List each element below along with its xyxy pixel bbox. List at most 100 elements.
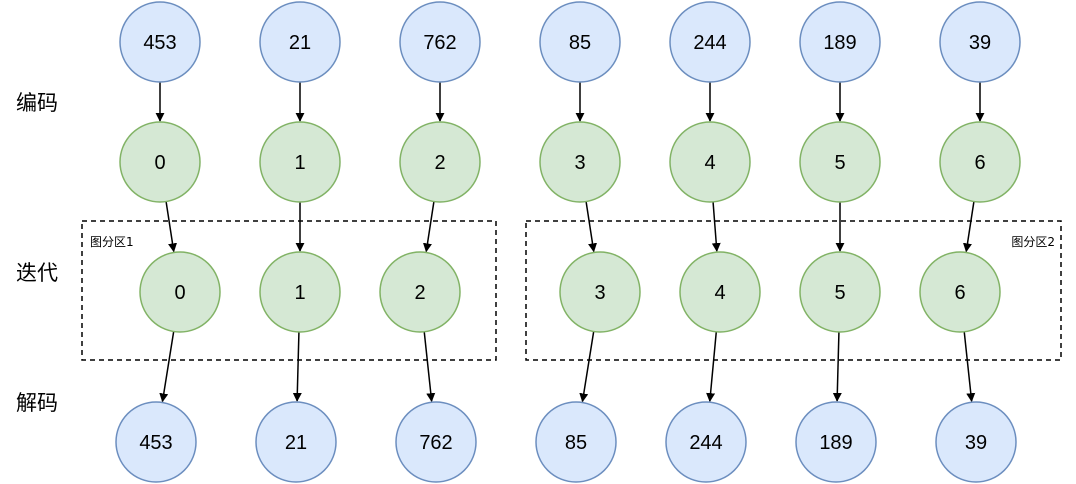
input-value-node-0-circle — [119, 1, 201, 83]
iterated-id-node-1-circle — [259, 251, 341, 333]
input-value-node-0-label: 453 — [143, 32, 176, 54]
iterate-edge-4 — [711, 201, 721, 253]
input-value-node-1-label: 21 — [289, 32, 311, 54]
stage-label-iterate: 迭代 — [16, 261, 58, 285]
partition-box-1 — [81, 220, 497, 361]
iterated-id-node-0-circle — [139, 251, 221, 333]
input-value-node-1: 21 — [259, 1, 341, 83]
encoded-id-node-2-circle — [399, 121, 481, 203]
input-value-node-4-label: 244 — [693, 32, 726, 54]
input-value-node-5-label: 189 — [823, 32, 856, 54]
input-value-node-3-circle — [539, 1, 621, 83]
encoded-id-node-6-label: 6 — [974, 152, 985, 174]
decoded-value-node-4: 244 — [665, 401, 747, 483]
encoded-id-node-4-label: 4 — [704, 152, 715, 174]
stage-label-decode: 解码 — [16, 391, 58, 415]
decoded-value-node-6: 39 — [935, 401, 1017, 483]
input-value-node-5: 189 — [799, 1, 881, 83]
encoded-id-node-6: 6 — [939, 121, 1021, 203]
decoded-value-node-1-circle — [255, 401, 337, 483]
iterate-edge-6 — [963, 201, 975, 253]
iterated-id-node-5: 5 — [799, 251, 881, 333]
iterated-id-node-2-label: 2 — [414, 282, 425, 304]
iterated-id-node-4: 4 — [679, 251, 761, 333]
encoded-id-node-1: 1 — [259, 121, 341, 203]
input-value-node-4-circle — [669, 1, 751, 83]
iterated-id-node-2-circle — [379, 251, 461, 333]
encoded-id-node-3-circle — [539, 121, 621, 203]
decoded-value-node-5: 189 — [795, 401, 877, 483]
partition-box-2 — [525, 220, 1062, 361]
decode-edge-0 — [159, 331, 175, 403]
encoded-id-node-5-label: 5 — [834, 152, 845, 174]
iterate-edge-3 — [585, 201, 597, 253]
decoded-value-node-0: 453 — [115, 401, 197, 483]
encoded-id-node-6-circle — [939, 121, 1021, 203]
iterated-id-node-6: 6 — [919, 251, 1001, 333]
iterated-id-node-4-label: 4 — [714, 282, 725, 304]
stage-label-encode: 编码 — [16, 91, 58, 115]
input-value-node-5-circle — [799, 1, 881, 83]
iterated-id-node-0-label: 0 — [174, 282, 185, 304]
iterated-id-node-6-circle — [919, 251, 1001, 333]
decoded-value-node-3-circle — [535, 401, 617, 483]
input-value-node-6-circle — [939, 1, 1021, 83]
partition-label-1: 图分区1 — [90, 235, 134, 249]
decoded-value-node-3: 85 — [535, 401, 617, 483]
iterated-id-node-2: 2 — [379, 251, 461, 333]
encoded-id-node-0-label: 0 — [154, 152, 165, 174]
nodes-layer: 453 0 0 453 21 1 1 21 762 2 2 762 85 3 3 85 244 4 4 244 189 5… — [115, 1, 1021, 483]
encoded-id-node-4-circle — [669, 121, 751, 203]
decoded-value-node-5-label: 189 — [819, 432, 852, 454]
decoded-value-node-4-label: 244 — [689, 432, 722, 454]
input-value-node-2: 762 — [399, 1, 481, 83]
encoded-id-node-0-circle — [119, 121, 201, 203]
encoded-id-node-3-label: 3 — [574, 152, 585, 174]
iterated-id-node-3-label: 3 — [594, 282, 605, 304]
encoded-id-node-3: 3 — [539, 121, 621, 203]
encoded-id-node-5-circle — [799, 121, 881, 203]
iterated-id-node-3: 3 — [559, 251, 641, 333]
encoded-id-node-0: 0 — [119, 121, 201, 203]
decode-edge-1 — [292, 331, 302, 402]
encoded-id-node-2-label: 2 — [434, 152, 445, 174]
iterated-id-node-5-label: 5 — [834, 282, 845, 304]
decode-edge-3 — [579, 331, 595, 403]
input-value-node-6-label: 39 — [969, 32, 991, 54]
decoded-value-node-2-label: 762 — [419, 432, 452, 454]
decode-edge-4 — [706, 331, 718, 403]
partition-label-2: 图分区2 — [1011, 235, 1055, 249]
decoded-value-node-2: 762 — [395, 401, 477, 483]
decoded-value-node-1-label: 21 — [285, 432, 307, 454]
decoded-value-node-2-circle — [395, 401, 477, 483]
iterated-id-node-1-label: 1 — [294, 282, 305, 304]
decoded-value-node-1: 21 — [255, 401, 337, 483]
decode-edge-2 — [423, 331, 436, 403]
input-value-node-6: 39 — [939, 1, 1021, 83]
input-value-node-3: 85 — [539, 1, 621, 83]
decoded-value-node-4-circle — [665, 401, 747, 483]
encoded-id-node-4: 4 — [669, 121, 751, 203]
edges-layer — [155, 82, 985, 403]
input-value-node-0: 453 — [119, 1, 201, 83]
iterated-id-node-4-circle — [679, 251, 761, 333]
input-value-node-2-label: 762 — [423, 32, 456, 54]
input-value-node-1-circle — [259, 1, 341, 83]
encoded-id-node-2: 2 — [399, 121, 481, 203]
decode-edge-5 — [832, 331, 842, 402]
decoded-value-node-6-circle — [935, 401, 1017, 483]
iterated-id-node-6-label: 6 — [954, 282, 965, 304]
iterate-edge-2 — [423, 201, 435, 253]
encoded-id-node-1-label: 1 — [294, 152, 305, 174]
iterated-id-node-3-circle — [559, 251, 641, 333]
decoded-value-node-3-label: 85 — [565, 432, 587, 454]
iterated-id-node-1: 1 — [259, 251, 341, 333]
encoded-id-node-5: 5 — [799, 121, 881, 203]
encoded-id-node-1-circle — [259, 121, 341, 203]
decoded-value-node-0-circle — [115, 401, 197, 483]
decoded-value-node-0-label: 453 — [139, 432, 172, 454]
input-value-node-4: 244 — [669, 1, 751, 83]
iterate-edge-0 — [165, 201, 177, 253]
